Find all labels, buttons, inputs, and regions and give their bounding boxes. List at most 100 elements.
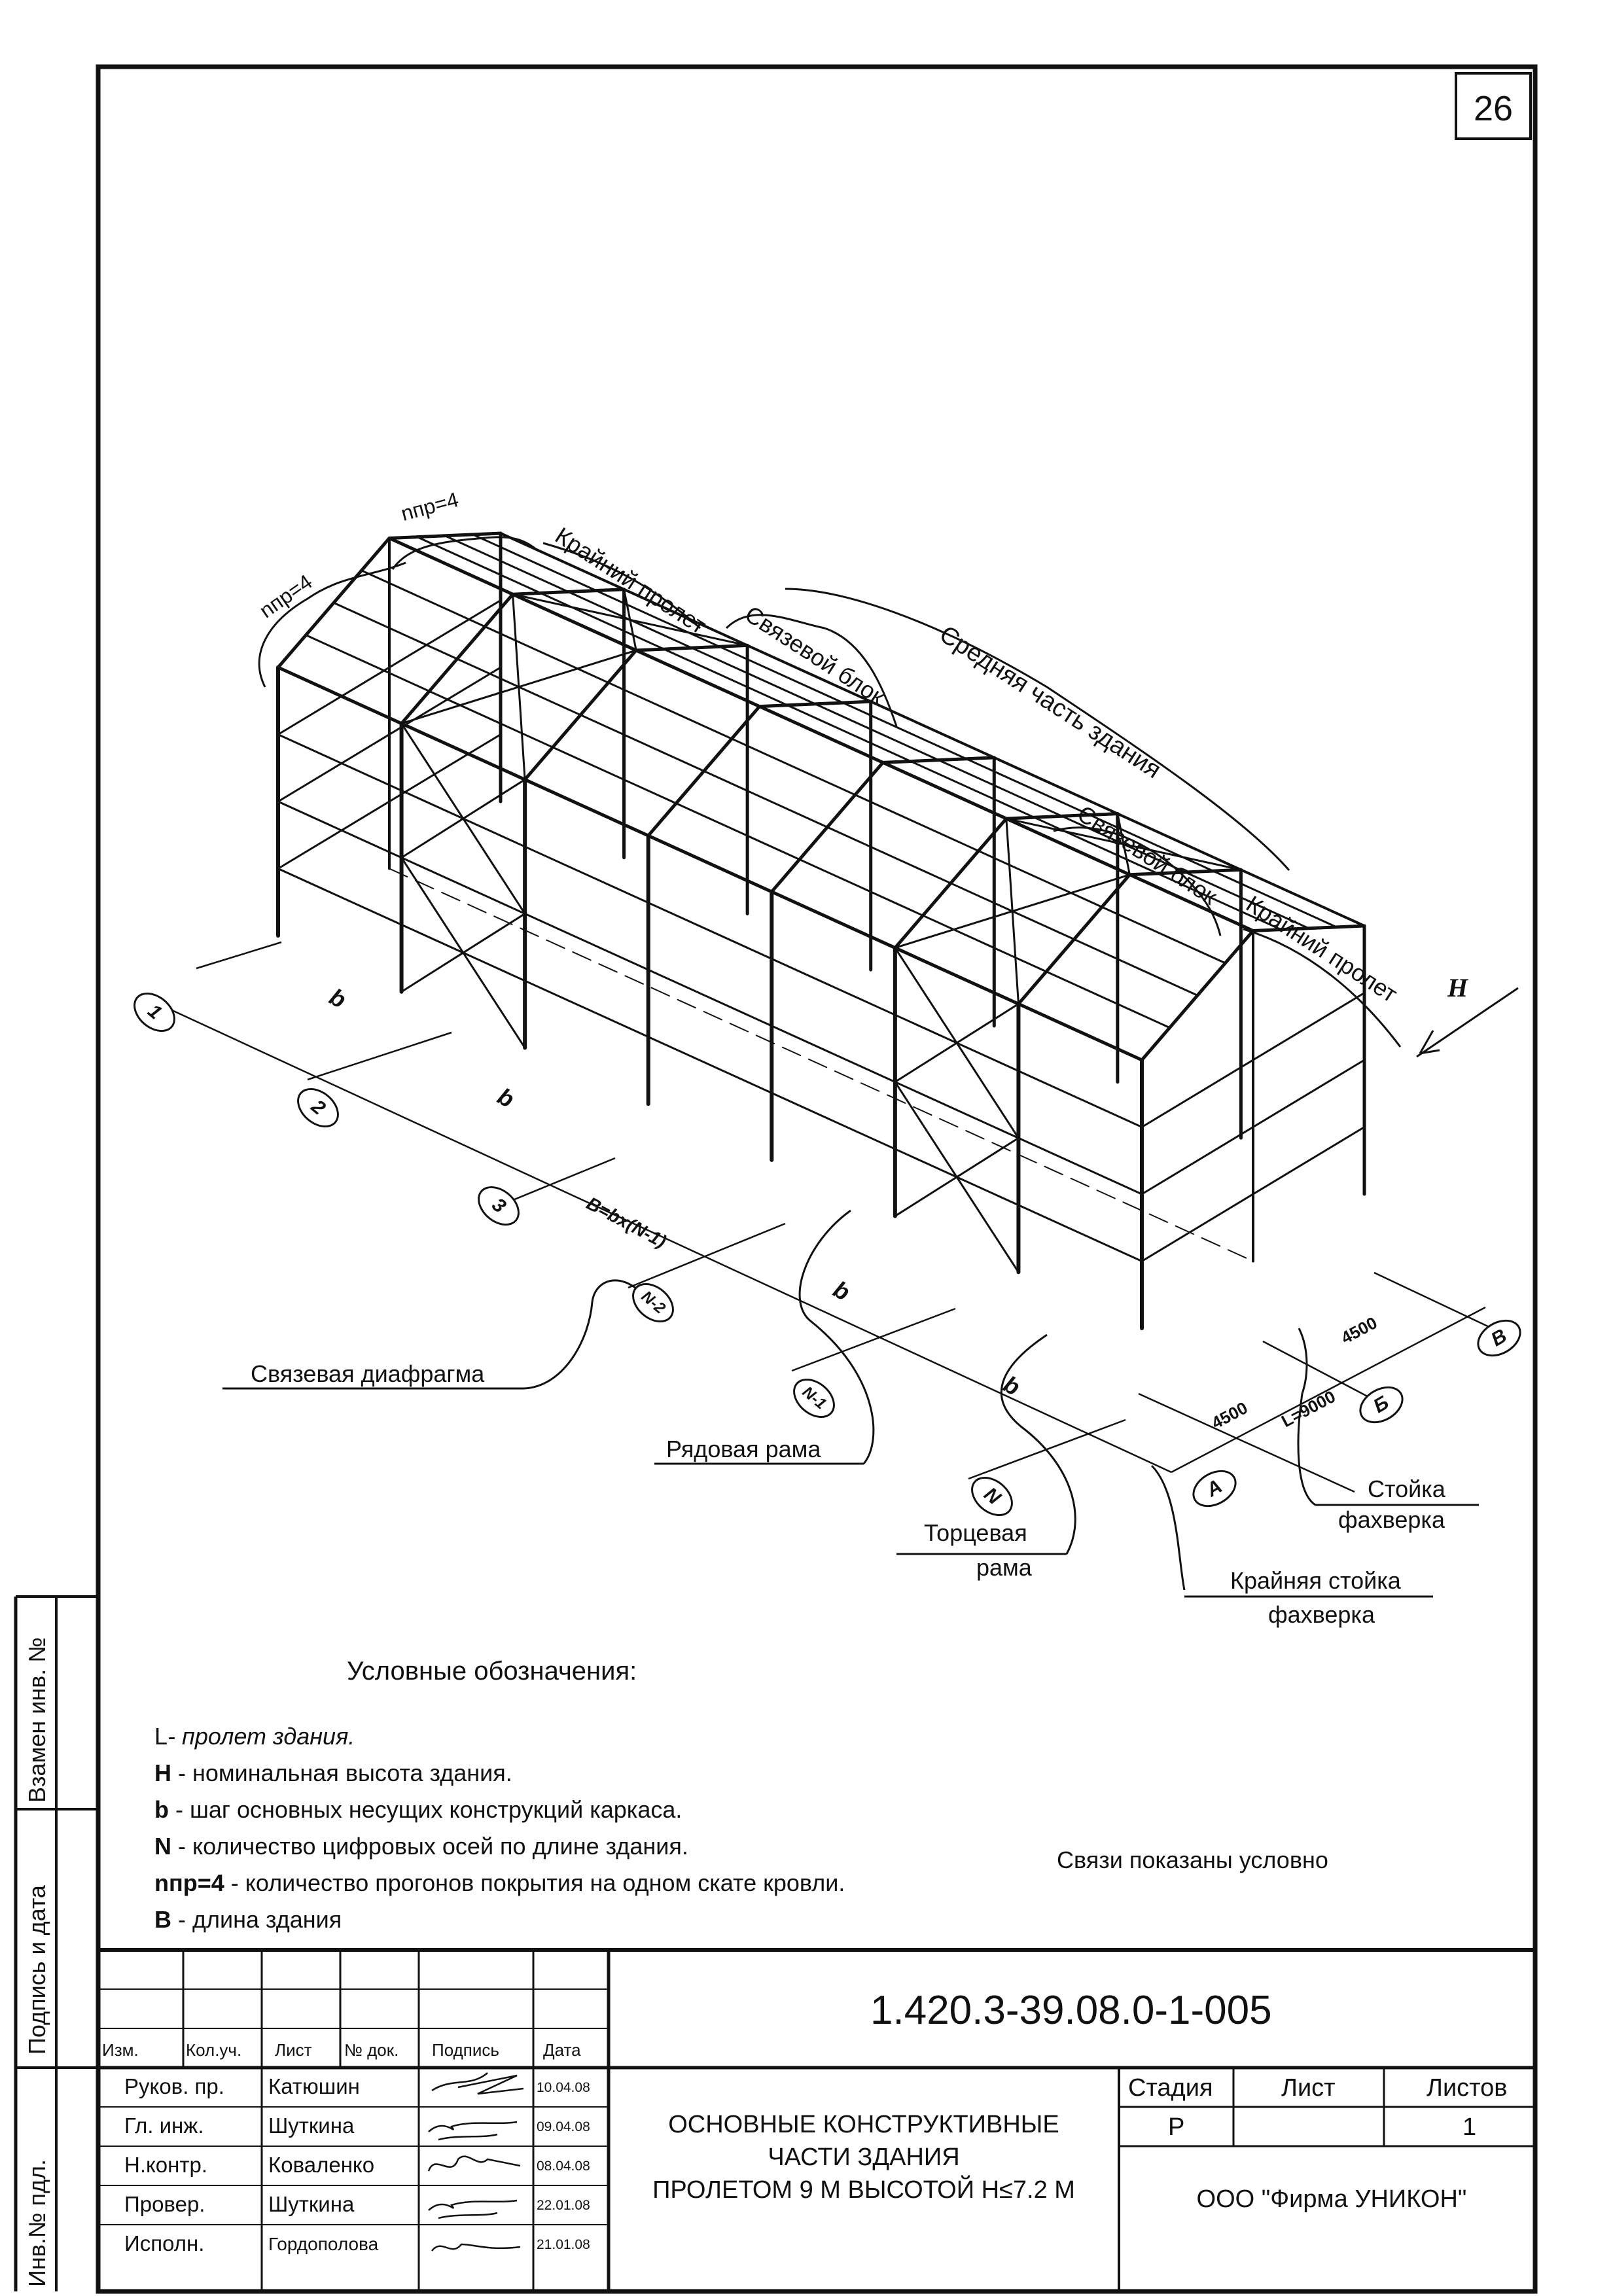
brace-end-span-2 [1243, 928, 1402, 1048]
legend: L- пролет здания. H - номинальная высота… [154, 1718, 845, 1938]
document-title: ОСНОВНЫЕ КОНСТРУКТИВНЫЕ ЧАСТИ ЗДАНИЯ ПРО… [609, 2108, 1119, 2206]
brace [894, 947, 1019, 1139]
brace [400, 857, 526, 1049]
girt [1017, 1204, 1143, 1262]
stage-value: Р [1168, 2113, 1185, 2141]
eave-beam [622, 588, 749, 647]
girt [770, 1091, 896, 1150]
purlin [854, 794, 980, 852]
purlin [305, 634, 431, 692]
hdr-sign: Подпись [432, 2040, 499, 2060]
hdr-sheet: Лист [1281, 2074, 1336, 2102]
legend-note: Связи показаны условно [1057, 1846, 1328, 1873]
row2-name: Шуткина [268, 2113, 355, 2138]
purlin [1072, 938, 1199, 997]
purlin [552, 746, 677, 805]
girt [770, 957, 896, 1016]
brace-end-span-1 [542, 542, 701, 629]
row3-name: Коваленко [268, 2153, 375, 2177]
ridge-beam [634, 648, 762, 709]
eave-beam [1239, 868, 1366, 927]
girt [1017, 1137, 1143, 1195]
building-frame [276, 531, 1366, 1330]
eave-beam [647, 834, 773, 894]
title-line-2: ЧАСТИ ЗДАНИЯ [768, 2144, 960, 2171]
purlin [826, 826, 952, 885]
girt [1017, 1070, 1143, 1128]
title-block-grid [98, 1950, 1535, 2291]
title-line-3: ПРОЛЕТОМ 9 М ВЫСОТОЙ H≤7.2 М [652, 2176, 1075, 2204]
hdr-ndoc: № док. [344, 2040, 399, 2060]
girt [894, 1081, 1019, 1139]
purlin [786, 704, 912, 762]
eave-beam [993, 756, 1119, 815]
purlin [730, 737, 857, 796]
floor-center-line [389, 868, 1254, 1262]
label-edge-fachwerk-post-1: Крайняя стойка [1230, 1567, 1401, 1594]
sheets-value: 1 [1462, 2113, 1477, 2141]
legend-item-H: H - номинальная высота здания. [154, 1759, 512, 1786]
row4-date: 22.01.08 [537, 2198, 590, 2213]
girt [277, 868, 403, 926]
ridge-beam [387, 537, 515, 596]
girt [523, 912, 650, 971]
purlin [1101, 906, 1226, 964]
brace-npr-top [391, 536, 537, 570]
girt [647, 1036, 773, 1094]
side-inv-orig: Инв.№ пдл. [24, 2159, 50, 2287]
row1-date: 10.04.08 [537, 2080, 590, 2095]
hdr-stage: Стадия [1128, 2074, 1213, 2102]
label-fachwerk-post-1: Стойка [1368, 1475, 1445, 1502]
hdr-list: Лист [275, 2040, 312, 2060]
row3-role: Н.контр. [124, 2153, 208, 2177]
row4-role: Провер. [124, 2192, 205, 2216]
purlin [937, 759, 1063, 817]
purlin [579, 714, 705, 772]
row4-name: Шуткина [268, 2192, 355, 2216]
girt [647, 968, 773, 1027]
purlin [1184, 871, 1310, 930]
hdr-date: Дата [543, 2040, 581, 2060]
brace-block-2 [1053, 826, 1222, 936]
purlin [1156, 872, 1282, 931]
row5-date: 21.01.08 [537, 2237, 590, 2252]
girt [523, 980, 650, 1038]
roof-brace [623, 588, 637, 652]
callout-edge-post [1150, 1464, 1186, 1591]
ridge-beam [1004, 817, 1131, 877]
eave-beam [770, 890, 897, 950]
purlin [663, 648, 789, 707]
purlin [910, 760, 1035, 819]
eave-beam [400, 722, 527, 781]
purlin [1212, 870, 1338, 928]
purlin [718, 645, 844, 704]
purlin [965, 758, 1091, 816]
eave-beam [499, 532, 626, 591]
purlin [416, 536, 542, 594]
roof-brace [1005, 817, 1019, 1005]
purlin [428, 690, 554, 749]
purlin [595, 590, 721, 648]
purlin [703, 769, 828, 828]
hdr-kol: Кол.уч. [186, 2040, 242, 2060]
roof-brace [512, 593, 526, 781]
purlin [1033, 816, 1159, 875]
callout-ordinary [798, 1209, 875, 1464]
purlin [361, 569, 486, 628]
row3-date: 08.04.08 [537, 2159, 590, 2174]
side-sign-date: Подпись и дата [24, 1885, 50, 2055]
girt [647, 902, 773, 960]
purlin [607, 681, 733, 740]
row1-role: Руков. пр. [124, 2074, 224, 2098]
callout-end-frame [1000, 1333, 1076, 1555]
row2-role: Гл. инж. [124, 2113, 204, 2138]
purlin [842, 701, 968, 760]
purlin [675, 802, 801, 860]
row2-date: 09.04.08 [537, 2119, 590, 2134]
legend-item-b: b - шаг основных несущих конструкций кар… [154, 1796, 682, 1823]
label-end-frame-1: Торцевая [924, 1519, 1027, 1546]
roof-brace [1116, 813, 1131, 876]
side-replaced-inv: Взамен инв. № [24, 1637, 50, 1803]
girt [277, 800, 403, 859]
